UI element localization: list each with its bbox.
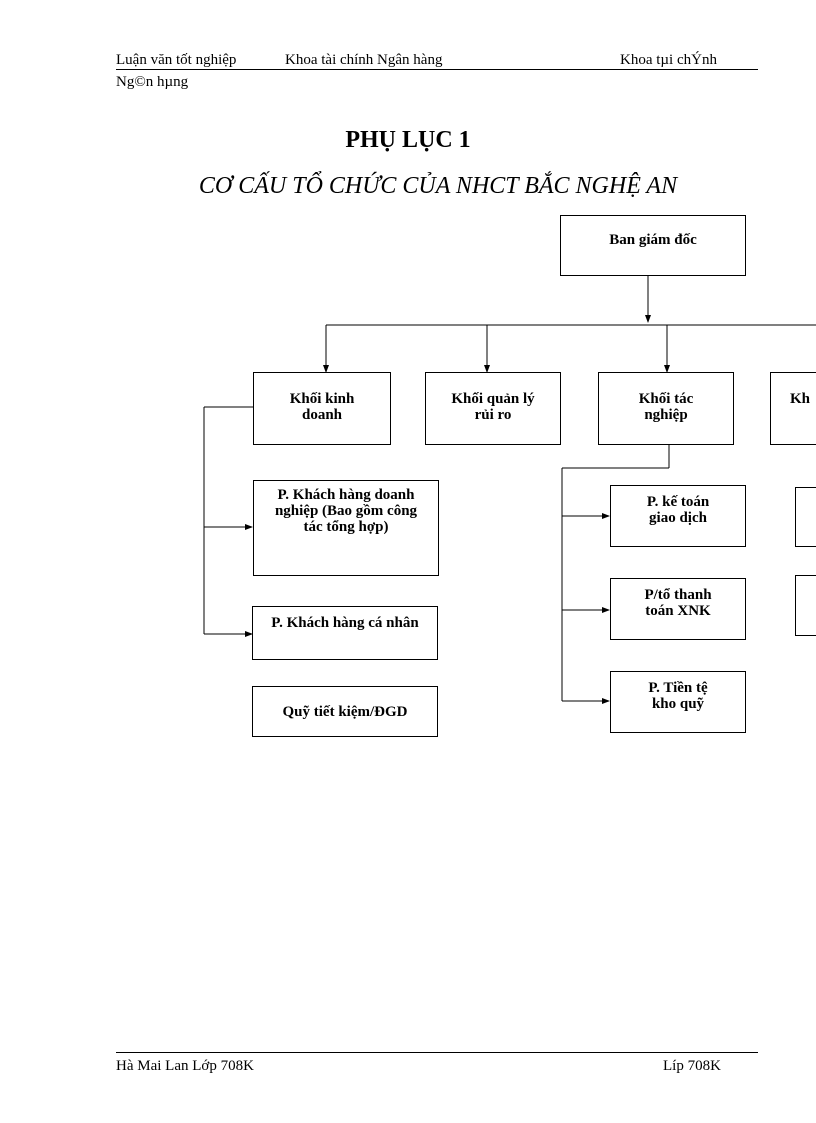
header-second-line: Ng©n hµng — [116, 74, 189, 90]
box-thanh-toan-xnk: P/tổ thanh toán XNK — [610, 578, 746, 640]
box-label: P. kế toán giao dịch — [646, 494, 710, 526]
page-subtitle: CƠ CẤU TỔ CHỨC CỦA NHCT BẮC NGHỆ AN — [198, 173, 678, 199]
header-left-text: Luận văn tốt nghiệp — [116, 52, 237, 68]
box-tien-te-kho-quy: P. Tiền tệ kho quỹ — [610, 671, 746, 733]
box-ban-giam-doc: Ban giám đốc — [560, 215, 746, 276]
box-label: Kh — [790, 391, 811, 407]
box-label: P/tổ thanh toán XNK — [644, 587, 712, 619]
header-right-text: Khoa tµi chÝnh — [620, 52, 717, 68]
box-label: Khối tác nghiệp — [638, 391, 694, 423]
header-rule — [116, 69, 758, 70]
box-label: P. Khách hàng doanh nghiệp (Bao gồm công… — [274, 487, 418, 535]
box-khoi-tac-nghiep: Khối tác nghiệp — [598, 372, 734, 445]
box-label: Ban giám đốc — [609, 232, 697, 248]
box-khoi-cut-off: Kh — [770, 372, 816, 445]
footer-right-text: Líp 708K — [663, 1058, 721, 1074]
box-quy-tiet-kiem: Quỹ tiết kiệm/ĐGD — [252, 686, 438, 737]
box-label: P. Khách hàng cá nhân — [271, 615, 419, 631]
box-label: Khối quản lý rủi ro — [451, 391, 535, 423]
box-label: P. Tiền tệ kho quỹ — [648, 680, 708, 712]
box-khoi-kinh-doanh: Khối kinh doanh — [253, 372, 391, 445]
footer-left-text: Hà Mai Lan Lớp 708K — [116, 1058, 254, 1074]
box-ke-toan-giao-dich: P. kế toán giao dịch — [610, 485, 746, 547]
box-label: Khối kinh doanh — [289, 391, 355, 423]
header-middle-text: Khoa tài chính Ngân hàng — [285, 52, 443, 68]
page-title: PHỤ LỤC 1 — [345, 127, 471, 153]
box-khoi-quan-ly-rui-ro: Khối quản lý rủi ro — [425, 372, 561, 445]
box-kh-ca-nhan: P. Khách hàng cá nhân — [252, 606, 438, 660]
box-kh-doanh-nghiep: P. Khách hàng doanh nghiệp (Bao gồm công… — [253, 480, 439, 576]
footer-rule — [116, 1052, 758, 1053]
box-label: Quỹ tiết kiệm/ĐGD — [282, 703, 408, 720]
box-cut-off-1 — [795, 487, 816, 547]
box-cut-off-2 — [795, 575, 816, 636]
